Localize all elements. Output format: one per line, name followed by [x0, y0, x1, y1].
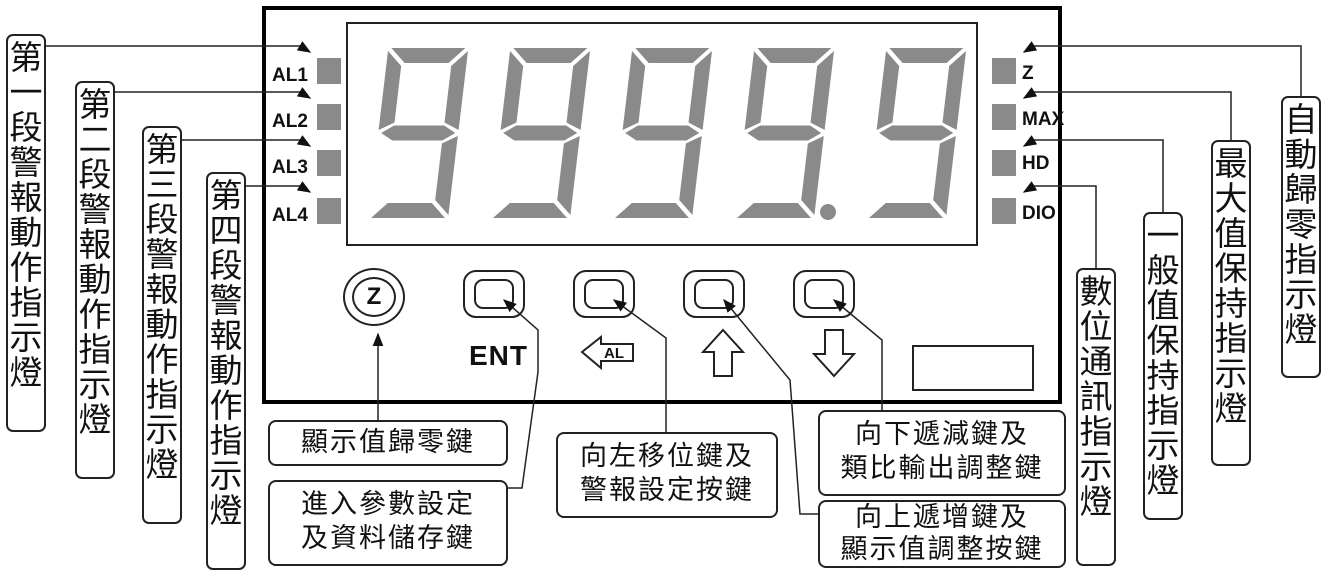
- zero-key-callout: 顯示值歸零鍵: [268, 420, 508, 466]
- dio-indicator-label: 數位通訊指示燈: [1076, 268, 1116, 566]
- up-key-callout: 向上遞增鍵及 顯示值調整按鍵: [818, 500, 1066, 568]
- max-led: [992, 104, 1016, 130]
- down-key-face: [804, 279, 844, 309]
- ent-key[interactable]: [463, 270, 525, 318]
- al2-led-label: AL2: [272, 111, 308, 132]
- al1-indicator-label: 第一段警報動作指示燈: [6, 34, 46, 432]
- al4-led: [317, 198, 341, 224]
- zero-key-symbol: Z: [352, 277, 396, 317]
- ent-label: ENT: [469, 340, 528, 371]
- z-led: [992, 58, 1016, 84]
- al2-indicator-label: 第二段警報動作指示燈: [75, 81, 115, 479]
- al3-led-label: AL3: [272, 157, 308, 178]
- max-led-label: MAX: [1022, 109, 1065, 130]
- blank-window: [912, 345, 1034, 391]
- up-key-face: [694, 279, 734, 309]
- al4-led-label: AL4: [272, 205, 308, 226]
- al3-led: [317, 150, 341, 176]
- dio-led-label: DIO: [1022, 203, 1056, 224]
- up-key[interactable]: [683, 270, 745, 318]
- al1-led-label: AL1: [272, 65, 308, 86]
- z-led-label: Z: [1022, 63, 1034, 84]
- down-key[interactable]: [793, 270, 855, 318]
- hd-led-label: HD: [1022, 153, 1050, 174]
- dio-led: [992, 198, 1016, 224]
- left-key-callout: 向左移位鍵及 警報設定按鍵: [556, 432, 778, 518]
- left-shift-key-face: [584, 279, 624, 309]
- al4-indicator-label: 第四段警報動作指示燈: [206, 172, 246, 570]
- seven-segment-display: [346, 22, 978, 246]
- al2-led: [317, 104, 341, 130]
- zero-key[interactable]: Z: [343, 268, 405, 326]
- z-leader: [1022, 41, 1302, 96]
- ent-key-callout: 進入參數設定 及資料儲存鍵: [268, 480, 508, 566]
- ent-key-face: [474, 279, 514, 309]
- al3-indicator-label: 第三段警報動作指示燈: [142, 126, 182, 524]
- max-indicator-label: 最大值保持指示燈: [1211, 140, 1251, 466]
- down-key-callout: 向下遞減鍵及 類比輸出調整鍵: [818, 410, 1066, 496]
- hd-indicator-label: 一般值保持指示燈: [1143, 212, 1183, 520]
- left-shift-key[interactable]: [573, 270, 635, 318]
- hd-led: [992, 150, 1016, 176]
- al1-led: [317, 58, 341, 84]
- z-indicator-label: 自動歸零指示燈: [1281, 96, 1321, 378]
